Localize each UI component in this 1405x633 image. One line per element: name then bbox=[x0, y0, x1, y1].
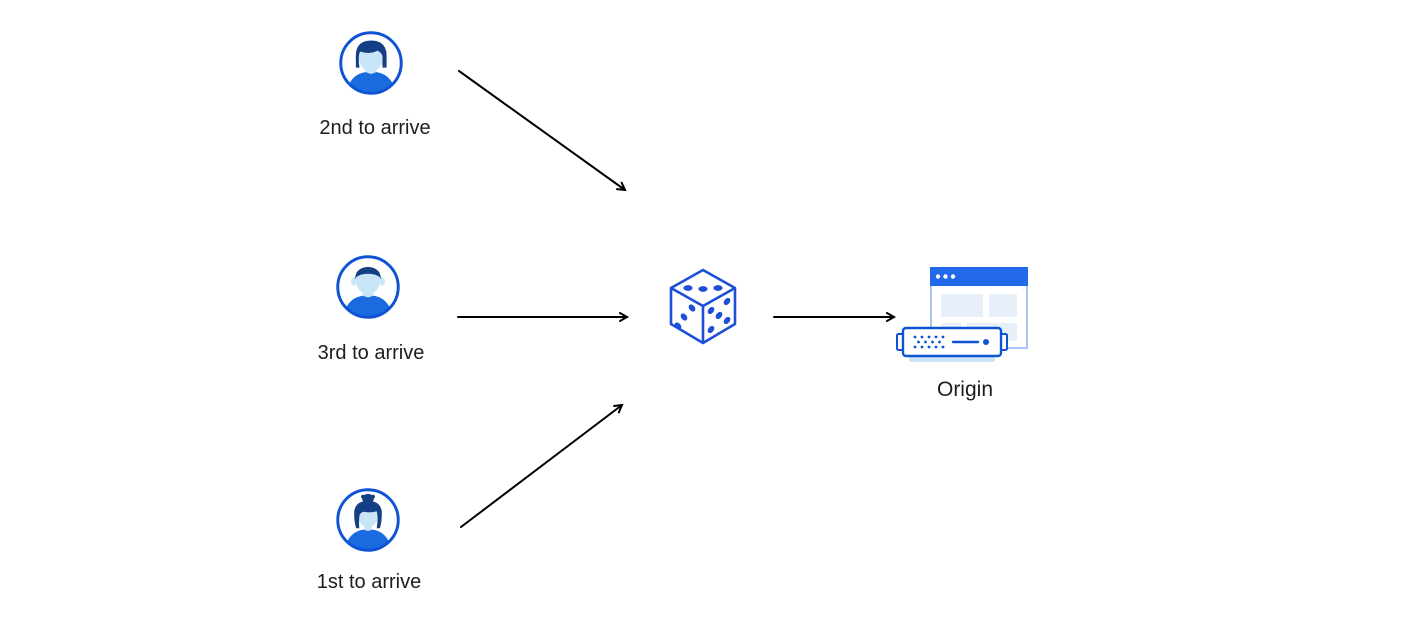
node-label-visitor-3rd: 3rd to arrive bbox=[317, 342, 425, 364]
node-label-origin: Origin bbox=[936, 378, 994, 401]
node-origin bbox=[893, 262, 1033, 379]
node-visitor-2nd bbox=[338, 30, 404, 101]
dice-icon bbox=[669, 268, 737, 345]
male-user-avatar-icon bbox=[339, 31, 403, 95]
node-random-selector bbox=[668, 267, 738, 352]
node-label-visitor-2nd: 2nd to arrive bbox=[319, 117, 431, 139]
node-label-visitor-1st: 1st to arrive bbox=[316, 571, 422, 593]
male-user-avatar-icon bbox=[336, 255, 400, 319]
origin-server-window-icon bbox=[896, 267, 1028, 362]
node-visitor-3rd bbox=[335, 254, 401, 325]
arrow-visitor-top-to-dice bbox=[458, 70, 627, 192]
node-visitor-1st bbox=[335, 487, 401, 558]
arrow-visitor-bottom-to-dice bbox=[460, 403, 624, 528]
server-vent-dots bbox=[913, 335, 945, 349]
female-user-avatar-icon bbox=[336, 488, 400, 552]
